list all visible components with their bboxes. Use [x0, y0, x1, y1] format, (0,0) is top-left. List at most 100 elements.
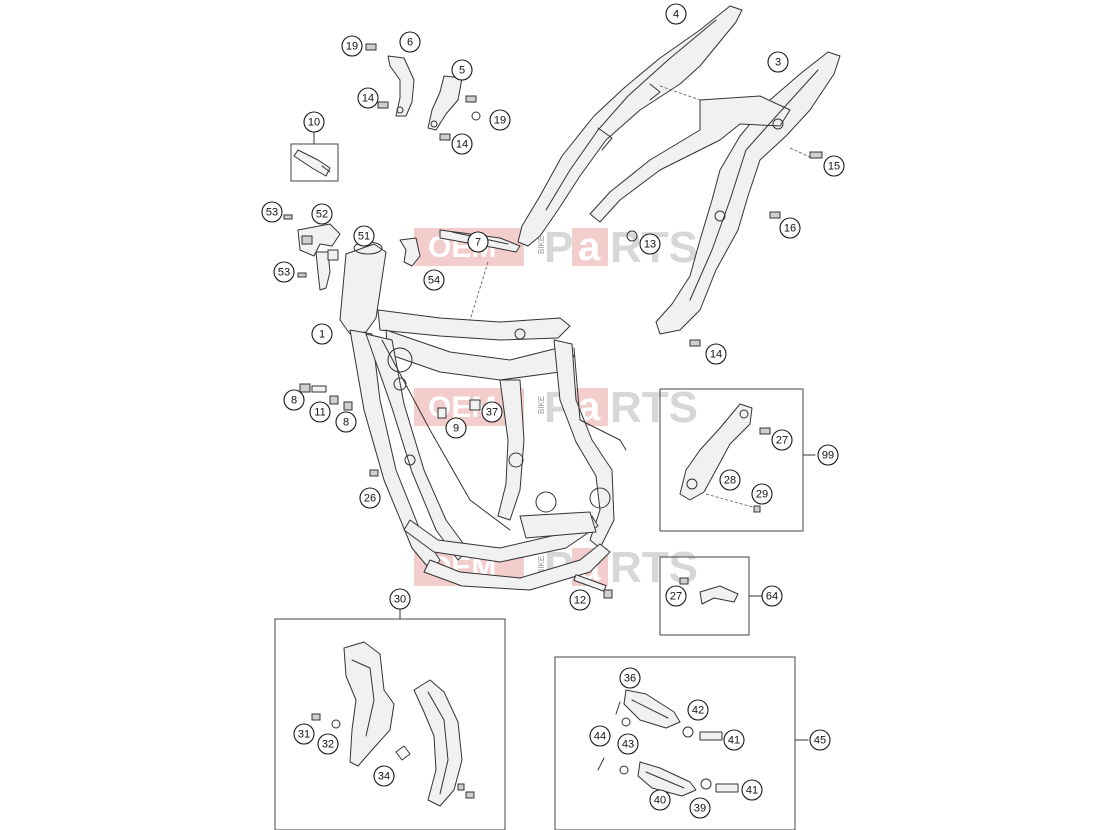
bolt-27-box99: [759, 427, 771, 435]
callout-circle: [309, 401, 331, 423]
callout-label: 40: [654, 795, 666, 807]
callout-label: 99: [822, 450, 834, 462]
callout-label: 8: [291, 395, 297, 407]
callout-circle: [817, 444, 839, 466]
callout-53: 53: [273, 261, 295, 283]
callout-36: 36: [619, 667, 641, 689]
callout-16: 16: [779, 217, 801, 239]
callout-label: 42: [692, 705, 704, 717]
callout-53: 53: [261, 201, 283, 223]
callout-circle: [283, 389, 305, 411]
callout-circle: [761, 585, 783, 607]
part-10-cable: [293, 149, 331, 177]
callout-64: 64: [761, 585, 783, 607]
callout-6: 6: [399, 31, 421, 53]
bolt-16: [769, 211, 781, 219]
callout-label: 9: [453, 423, 459, 435]
bolt-15: [809, 151, 823, 159]
callout-circle: [335, 411, 357, 433]
callout-7: 7: [467, 231, 489, 253]
callout-circle: [389, 588, 411, 610]
callout-circle: [665, 3, 687, 25]
callout-31: 31: [293, 723, 315, 745]
callout-circle: [751, 483, 773, 505]
callout-3: 3: [767, 51, 789, 73]
callout-label: 51: [358, 231, 370, 243]
subframe-right-rail: [589, 51, 841, 335]
callout-54: 54: [423, 269, 445, 291]
callout-circle: [311, 203, 333, 225]
screw-box30: [457, 783, 475, 799]
callout-4: 4: [665, 3, 687, 25]
callout-label: 53: [266, 207, 278, 219]
frame-guard-right: [413, 679, 463, 807]
callout-8: 8: [283, 389, 305, 411]
callout-label: 12: [574, 595, 586, 607]
screw-29: [753, 505, 761, 513]
callout-43: 43: [617, 733, 639, 755]
callout-circle: [451, 59, 473, 81]
callout-14: 14: [357, 87, 379, 109]
footpeg-40: [637, 761, 697, 797]
callout-label: 41: [728, 735, 740, 747]
clip-51: [327, 249, 339, 261]
washer-43: [619, 717, 631, 775]
spring-34: [395, 745, 411, 761]
bracket-5: [427, 75, 463, 131]
callout-circle: [273, 261, 295, 283]
callout-27: 27: [665, 585, 687, 607]
callout-circle: [357, 87, 379, 109]
callout-circle: [359, 487, 381, 509]
callout-circle: [589, 725, 611, 747]
callout-12: 12: [569, 589, 591, 611]
screws-31-32: [311, 713, 341, 729]
callout-circle: [303, 111, 325, 133]
callout-circle: [719, 469, 741, 491]
callout-28: 28: [719, 469, 741, 491]
callout-39: 39: [689, 797, 711, 819]
callout-19: 19: [489, 109, 511, 131]
callout-19: 19: [341, 35, 363, 57]
callout-label: 19: [494, 115, 506, 127]
callout-circle: [823, 155, 845, 177]
callout-label: 29: [756, 489, 768, 501]
callout-label: 53: [278, 267, 290, 279]
callout-circle: [353, 225, 375, 247]
callout-label: 37: [486, 407, 498, 419]
callout-label: 64: [766, 591, 778, 603]
callout-10: 10: [303, 111, 325, 133]
callout-label: 44: [594, 731, 606, 743]
callout-circle: [809, 729, 831, 751]
callout-label: 4: [673, 9, 679, 21]
callout-label: 6: [407, 37, 413, 49]
part-28-bracket: [679, 403, 753, 501]
callout-label: 32: [322, 739, 334, 751]
callout-circle: [423, 269, 445, 291]
callout-circle: [293, 723, 315, 745]
callout-label: 34: [378, 771, 390, 783]
bracket-52: [297, 223, 341, 257]
callout-circle: [619, 667, 641, 689]
callout-label: 14: [456, 139, 468, 151]
callout-circle: [445, 417, 467, 439]
callout-label: 39: [694, 803, 706, 815]
callout-label: 13: [644, 239, 656, 251]
spring-39: [700, 778, 712, 790]
pin-41-lower: [715, 783, 739, 793]
callout-label: 8: [343, 417, 349, 429]
box-45: [554, 656, 796, 830]
callout-32: 32: [317, 733, 339, 755]
callout-circle: [617, 733, 639, 755]
callout-circle: [723, 729, 745, 751]
callout-circle: [569, 589, 591, 611]
callout-45: 45: [809, 729, 831, 751]
callout-label: 54: [428, 275, 440, 287]
callout-circle: [373, 765, 395, 787]
callout-41: 41: [741, 779, 763, 801]
svg-text:BIKE: BIKE: [537, 396, 546, 414]
callout-label: 7: [475, 237, 481, 249]
svg-text:a: a: [578, 385, 601, 429]
callout-label: 27: [776, 435, 788, 447]
callout-circle: [311, 323, 333, 345]
